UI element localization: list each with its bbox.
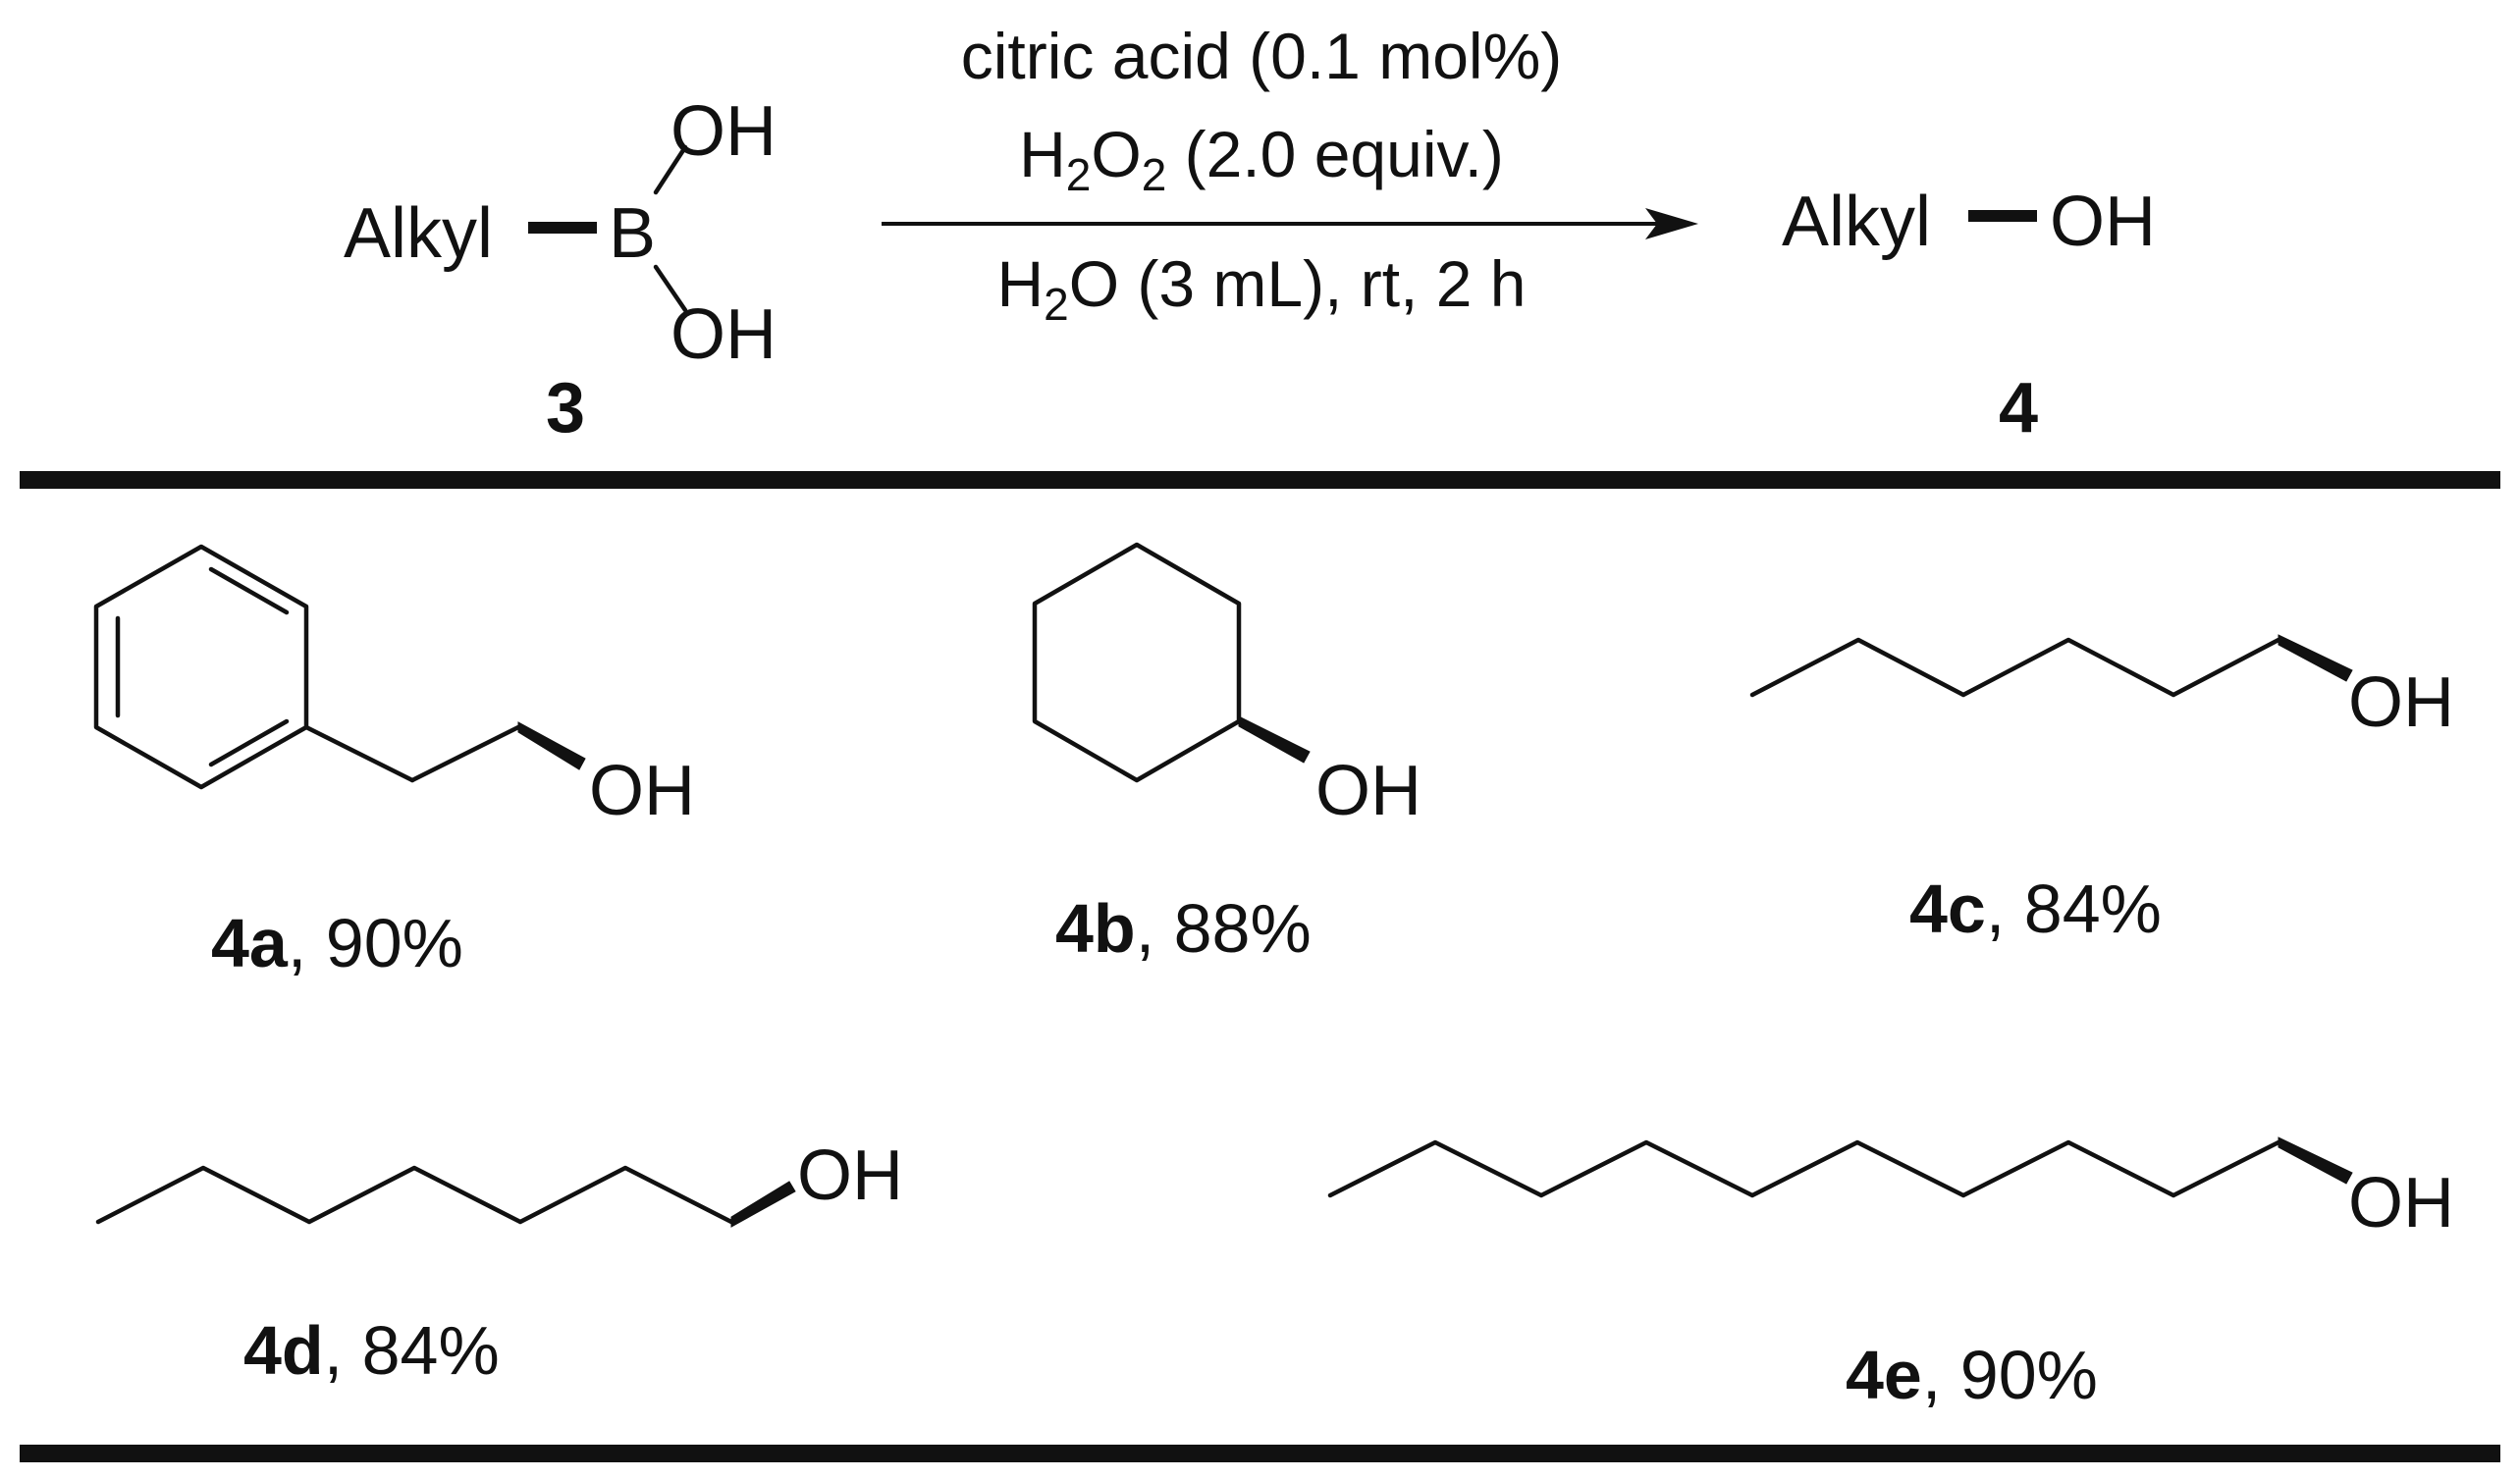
bottom-divider [20, 1445, 2500, 1462]
bold-bond-to-oh [1238, 715, 1311, 764]
conditions-catalyst: citric acid (0.1 mol%) [961, 20, 1562, 92]
aromatic-double-bond [208, 718, 290, 767]
oh-bottom-label: OH [670, 295, 777, 374]
oh-label: OH [589, 752, 695, 830]
chain-bond [409, 724, 521, 783]
cyclohexane-ring [1032, 542, 1242, 783]
oh-label: OH [2348, 663, 2454, 742]
reactant-boronic-acid: Alkyl B OH OH 3 [344, 92, 777, 448]
oh-top-label: OH [670, 92, 777, 171]
product-number: 4 [1999, 369, 2038, 448]
bold-bond-to-oh [2278, 1136, 2353, 1185]
product-alkyl-label: Alkyl [1782, 183, 1931, 261]
compound-4e-structure: OH [1327, 1136, 2454, 1242]
alkyl-chain [1749, 637, 2281, 698]
compound-4b-label: 4b, 88% [1055, 890, 1312, 967]
boron-oh-top-bond [653, 144, 688, 195]
oh-label: OH [2348, 1164, 2454, 1242]
conditions-oxidant: H2O2 (2.0 equiv.) [1019, 118, 1504, 200]
compound-4c-structure: OH [1749, 634, 2454, 742]
oh-label: OH [1315, 752, 1421, 830]
chain-bond [303, 724, 415, 783]
boron-atom-label: B [609, 194, 656, 273]
reaction-conditions: citric acid (0.1 mol%) H2O2 (2.0 equiv.)… [882, 20, 1698, 330]
top-divider [20, 471, 2500, 489]
bold-bond-to-oh [730, 1181, 796, 1228]
bold-bond-to-oh [517, 721, 586, 770]
reactant-number: 3 [546, 369, 585, 448]
compound-4a-label: 4a, 90% [211, 905, 463, 981]
boron-oh-bottom-bond [653, 264, 688, 313]
oh-label: OH [797, 1136, 903, 1215]
reactant-alkyl-label: Alkyl [344, 194, 493, 273]
compound-4a-structure: OH [93, 544, 695, 830]
aromatic-double-bond [208, 566, 290, 615]
benzene-ring [93, 544, 309, 790]
alkyl-chain [95, 1165, 734, 1225]
compound-4d-label: 4d, 84% [243, 1312, 500, 1389]
alkyl-boron-bond [528, 222, 597, 234]
compound-4b-structure: OH [1032, 542, 1421, 830]
reaction-arrow-head [1645, 208, 1698, 239]
bold-bond-to-oh [2278, 634, 2353, 682]
compound-4e-label: 4e, 90% [1846, 1337, 2098, 1413]
product-oh-label: OH [2050, 183, 2156, 261]
alkyl-oh-bond [1968, 210, 2037, 222]
conditions-solvent: H2O (3 mL), rt, 2 h [996, 247, 1526, 330]
compound-4d-structure: OH [95, 1136, 903, 1228]
compound-4c-label: 4c, 84% [1909, 871, 2162, 947]
alkyl-chain [1327, 1139, 2281, 1198]
product-alcohol: Alkyl OH 4 [1782, 183, 2156, 448]
